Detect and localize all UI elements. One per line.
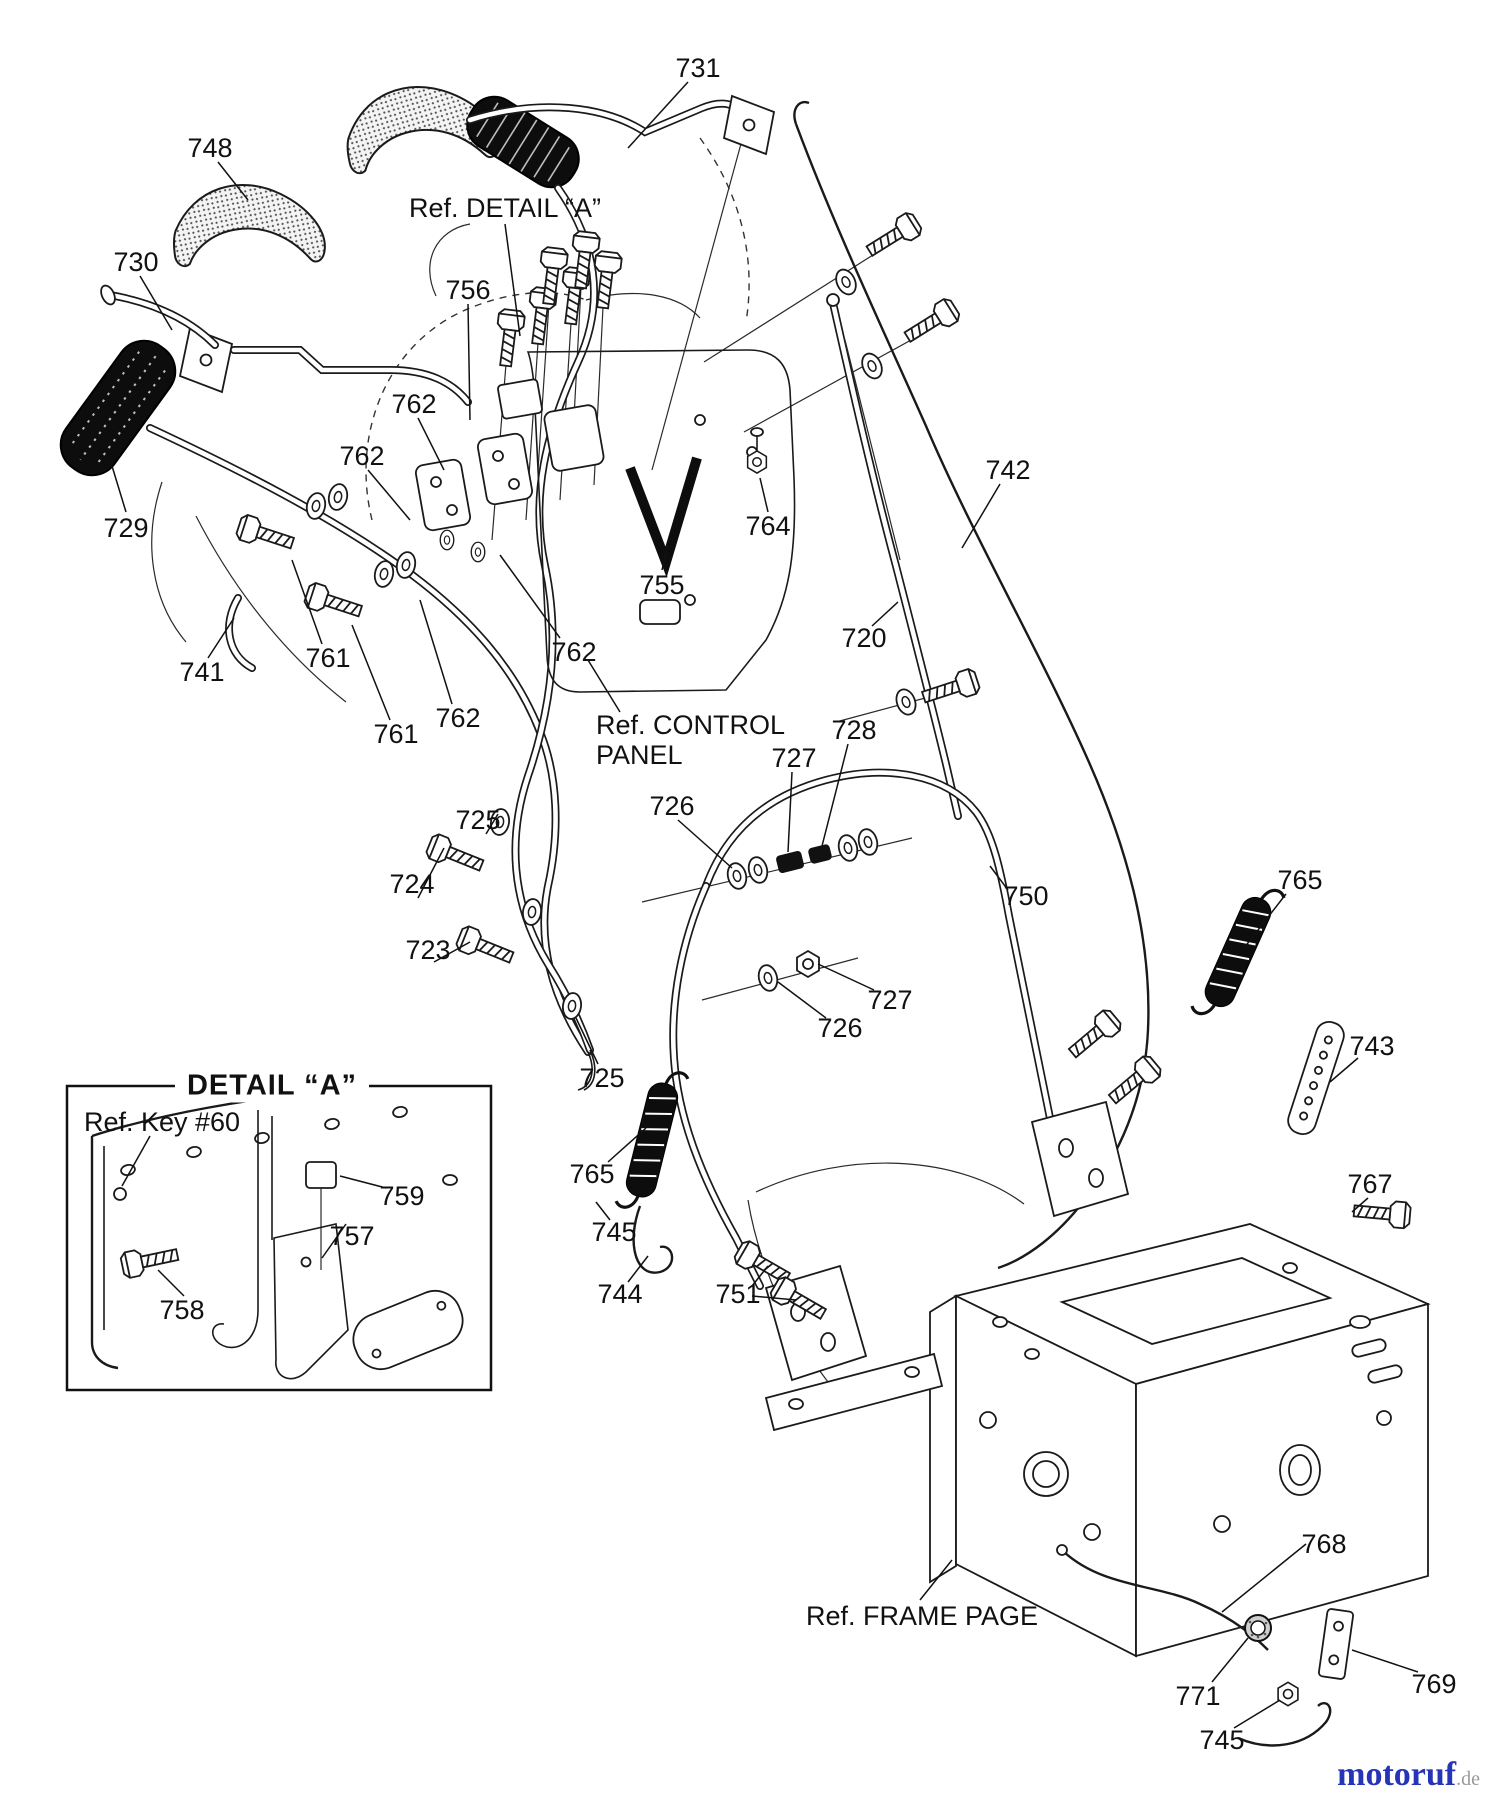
part-label-762: 762: [339, 440, 385, 471]
part-label-768: 768: [1301, 1528, 1347, 1559]
rod-741-hook: [225, 594, 256, 672]
part-label-750: 750: [1003, 880, 1049, 911]
part-label-751: 751: [715, 1278, 761, 1309]
ref-label: Ref. DETAIL “A”: [408, 192, 602, 223]
part-label-767: 767: [1347, 1168, 1393, 1199]
ref-label: Ref. CONTROL PANEL: [596, 709, 786, 770]
detail-inset-title: DETAIL “A”: [174, 1069, 370, 1103]
part-label-725: 725: [579, 1062, 625, 1093]
watermark-tld: .de: [1456, 1768, 1480, 1790]
grip-731-black: [466, 95, 580, 189]
marker-755: [625, 456, 702, 578]
part-label-762: 762: [391, 388, 437, 419]
bracket-769: [1318, 1608, 1354, 1680]
part-label-762: 762: [551, 636, 597, 667]
control-panel-assembly: [414, 229, 796, 693]
part-label-765: 765: [1277, 864, 1323, 895]
part-label-745: 745: [591, 1216, 637, 1247]
part-label-724: 724: [389, 868, 435, 899]
part-label-761: 761: [373, 718, 419, 749]
part-label-720: 720: [841, 622, 887, 653]
handle-cross-rod: [230, 346, 472, 406]
part-label-771: 771: [1175, 1680, 1221, 1711]
part-label-728: 728: [831, 714, 877, 745]
part-label-725: 725: [455, 804, 501, 835]
lever-720: [826, 293, 962, 820]
part-label-729: 729: [103, 512, 149, 543]
part-label-727: 727: [867, 984, 913, 1015]
part-label-764: 764: [745, 510, 791, 541]
part-label-743: 743: [1349, 1030, 1395, 1061]
part-label-744: 744: [597, 1278, 643, 1309]
key-60-hole: [113, 1187, 127, 1201]
grip-729: [59, 339, 177, 477]
leader-lines: [111, 81, 1419, 1729]
ref-label: Ref. Key #60: [83, 1106, 241, 1137]
part-label-741: 741: [179, 656, 225, 687]
strap-743: [1287, 1020, 1345, 1136]
watermark-name: motoruf: [1337, 1756, 1457, 1793]
part-label-730: 730: [113, 246, 159, 277]
part-label-745: 745: [1199, 1724, 1245, 1755]
pivot-bracket-left: [178, 326, 234, 394]
part-label-765: 765: [569, 1158, 615, 1189]
part-label-742: 742: [985, 454, 1031, 485]
part-label-758: 758: [159, 1294, 205, 1325]
part-label-761: 761: [305, 642, 351, 673]
frame-box: [764, 1223, 1431, 1658]
part-label-727: 727: [771, 742, 817, 773]
dashed-guides: [365, 137, 750, 521]
part-label-756: 756: [445, 274, 491, 305]
grommet-771: [1244, 1614, 1272, 1642]
part-label-723: 723: [405, 934, 451, 965]
part-label-759: 759: [379, 1180, 425, 1211]
part-label-726: 726: [649, 790, 695, 821]
u-handle-hardware: [724, 826, 1165, 1327]
part-label-726: 726: [817, 1012, 863, 1043]
detail-inset: [65, 1084, 493, 1392]
s-hook-744: [632, 1205, 674, 1274]
plate-757: [273, 1223, 349, 1380]
oval-pad: [352, 1290, 464, 1370]
part-label-769: 769: [1411, 1668, 1457, 1699]
grip-730-tube-end: [100, 284, 219, 349]
part-label-762: 762: [435, 702, 481, 733]
fastener-764: [746, 427, 768, 474]
part-label-755: 755: [639, 569, 685, 600]
watermark: motoruf.de: [1337, 1756, 1480, 1794]
part-label-748: 748: [187, 132, 233, 163]
lever-731: [466, 94, 776, 156]
hook-745-bottom: [1237, 1701, 1332, 1747]
ref-label: Ref. FRAME PAGE: [805, 1600, 1039, 1631]
part-label-757: 757: [329, 1220, 375, 1251]
part-label-731: 731: [675, 52, 721, 83]
